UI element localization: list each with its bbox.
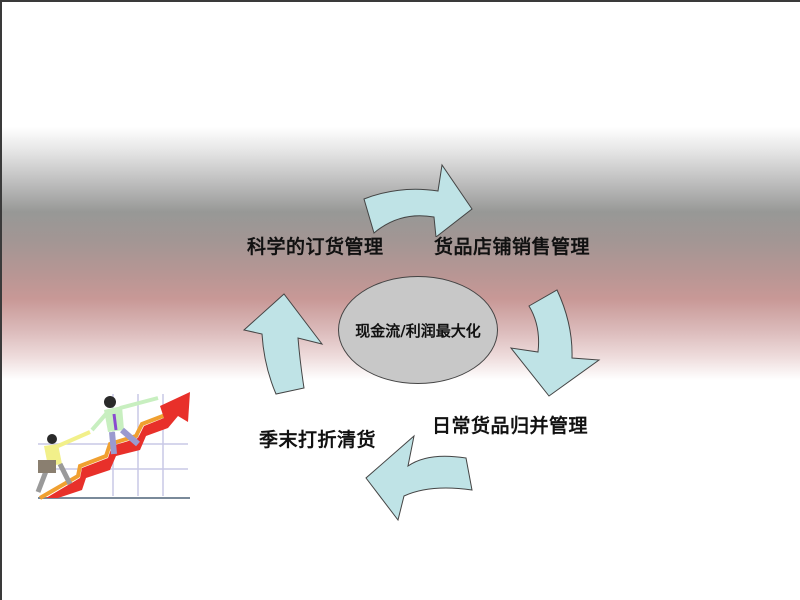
- businessmen-climbing-arrow-icon: [35, 392, 190, 500]
- cycle-arrow-left-up-icon: [242, 293, 324, 395]
- step-label-store-sales: 货品店铺销售管理: [434, 236, 591, 258]
- cycle-arrow-bottom-left-icon: [365, 434, 473, 522]
- step-label-ordering: 科学的订货管理: [247, 236, 384, 258]
- step-label-daily-merge: 日常货品归并管理: [432, 415, 589, 437]
- cycle-arrow-right-down-icon: [509, 289, 601, 397]
- cycle-arrow-top-right-icon: [363, 163, 473, 237]
- step-label-season-clearance: 季末打折清货: [259, 429, 377, 451]
- center-goal-ellipse: 现金流/利润最大化: [338, 276, 498, 384]
- center-goal-label: 现金流/利润最大化: [355, 321, 481, 340]
